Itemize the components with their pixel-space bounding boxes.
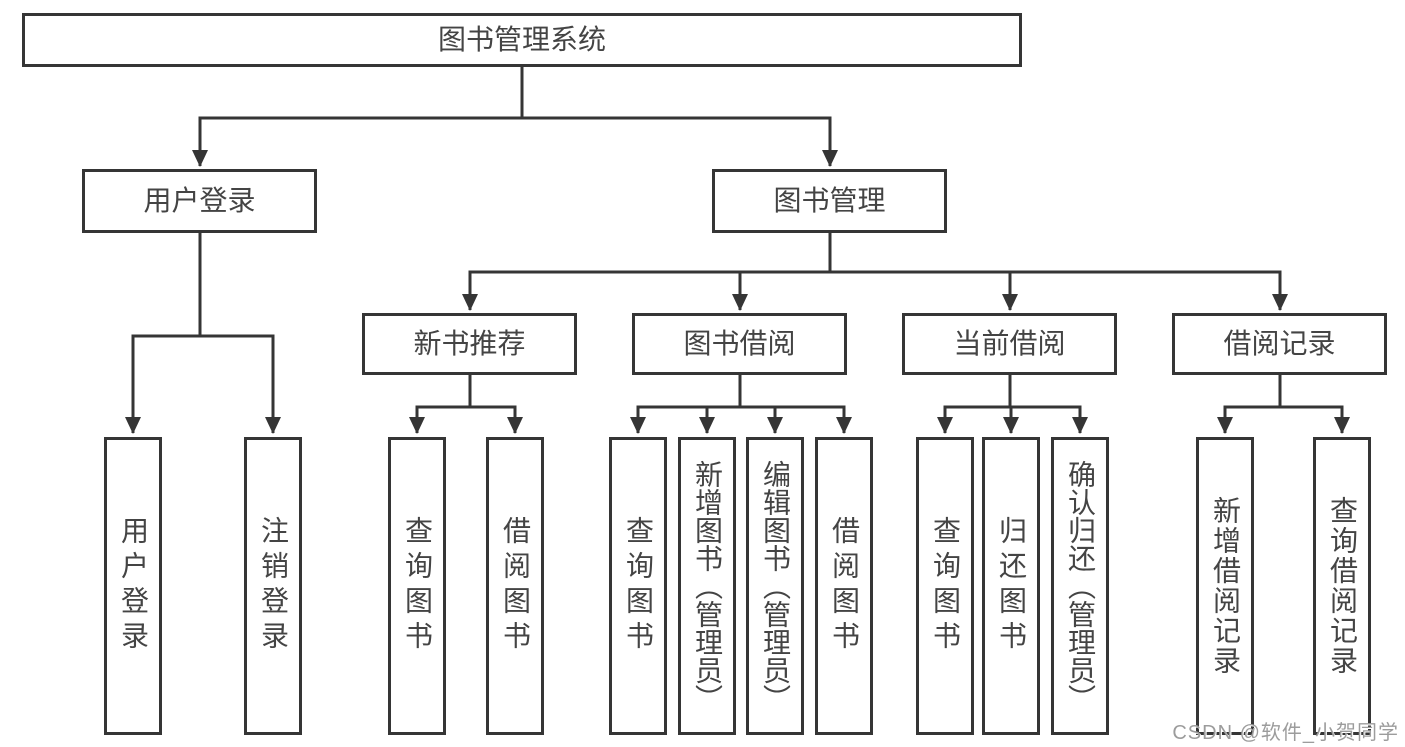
leaf-newbook-borrow-book: 借阅图书 [486,437,544,735]
node-new-book-recommend-label: 新书推荐 [413,328,526,359]
node-root: 图书管理系统 [22,13,1022,67]
connector-root-to-level2 [198,65,832,120]
leaf-current-query-book: 查询图书 [916,437,974,735]
leaf-user-login: 用户登录 [104,437,162,735]
leaf-record-query-borrow-record: 查询借阅记录 [1313,437,1371,735]
connector-management-to-groups [468,231,1282,274]
node-book-management-label: 图书管理 [773,185,886,216]
leaf-borrowgrp-edit-book-admin-label: 编辑图书（管理员） [760,460,791,712]
leaf-borrowgrp-borrow-book-label: 借阅图书 [829,516,860,656]
node-current-borrow-label: 当前借阅 [953,328,1066,359]
leaf-borrowgrp-query-book-label: 查询图书 [623,516,654,656]
leaf-user-login-label: 用户登录 [118,516,149,656]
leaf-borrowgrp-edit-book-admin: 编辑图书（管理员） [746,437,804,735]
leaf-logout-login: 注销登录 [244,437,302,735]
leaf-current-return-book: 归还图书 [982,437,1040,735]
connector-newbook-to-children [415,373,517,409]
node-book-management: 图书管理 [712,169,947,233]
connector-bookborrow-to-children [636,373,846,409]
leaf-borrowgrp-query-book: 查询图书 [609,437,667,735]
leaf-record-add-borrow-record-label: 新增借阅记录 [1210,496,1241,676]
leaf-borrowgrp-add-book-admin-label: 新增图书（管理员） [692,460,723,712]
node-user-login: 用户登录 [82,169,317,233]
leaf-current-confirm-return-admin: 确认归还（管理员） [1051,437,1109,735]
leaf-newbook-query-book: 查询图书 [388,437,446,735]
csdn-watermark: CSDN @软件_小贺同学 [1172,722,1399,744]
node-user-login-label: 用户登录 [143,185,256,216]
leaf-current-query-book-label: 查询图书 [930,516,961,656]
leaf-record-add-borrow-record: 新增借阅记录 [1196,437,1254,735]
connector-borrowrecord-to-children [1223,373,1344,409]
node-book-borrow: 图书借阅 [632,313,847,375]
node-new-book-recommend: 新书推荐 [362,313,577,375]
leaf-borrowgrp-add-book-admin: 新增图书（管理员） [678,437,736,735]
node-root-label: 图书管理系统 [437,24,606,55]
connector-currentborrow-to-children [943,373,1082,409]
leaf-current-confirm-return-admin-label: 确认归还（管理员） [1065,460,1096,712]
node-borrow-record: 借阅记录 [1172,313,1387,375]
leaf-logout-login-label: 注销登录 [258,516,289,656]
connector-arrows [125,118,1350,434]
leaf-newbook-borrow-book-label: 借阅图书 [500,516,531,656]
node-current-borrow: 当前借阅 [902,313,1117,375]
leaf-record-query-borrow-record-label: 查询借阅记录 [1327,496,1358,676]
node-book-borrow-label: 图书借阅 [683,328,796,359]
leaf-borrowgrp-borrow-book: 借阅图书 [815,437,873,735]
connector-login-to-children [131,231,275,338]
node-borrow-record-label: 借阅记录 [1223,328,1336,359]
leaf-current-return-book-label: 归还图书 [996,516,1027,656]
leaf-newbook-query-book-label: 查询图书 [402,516,433,656]
